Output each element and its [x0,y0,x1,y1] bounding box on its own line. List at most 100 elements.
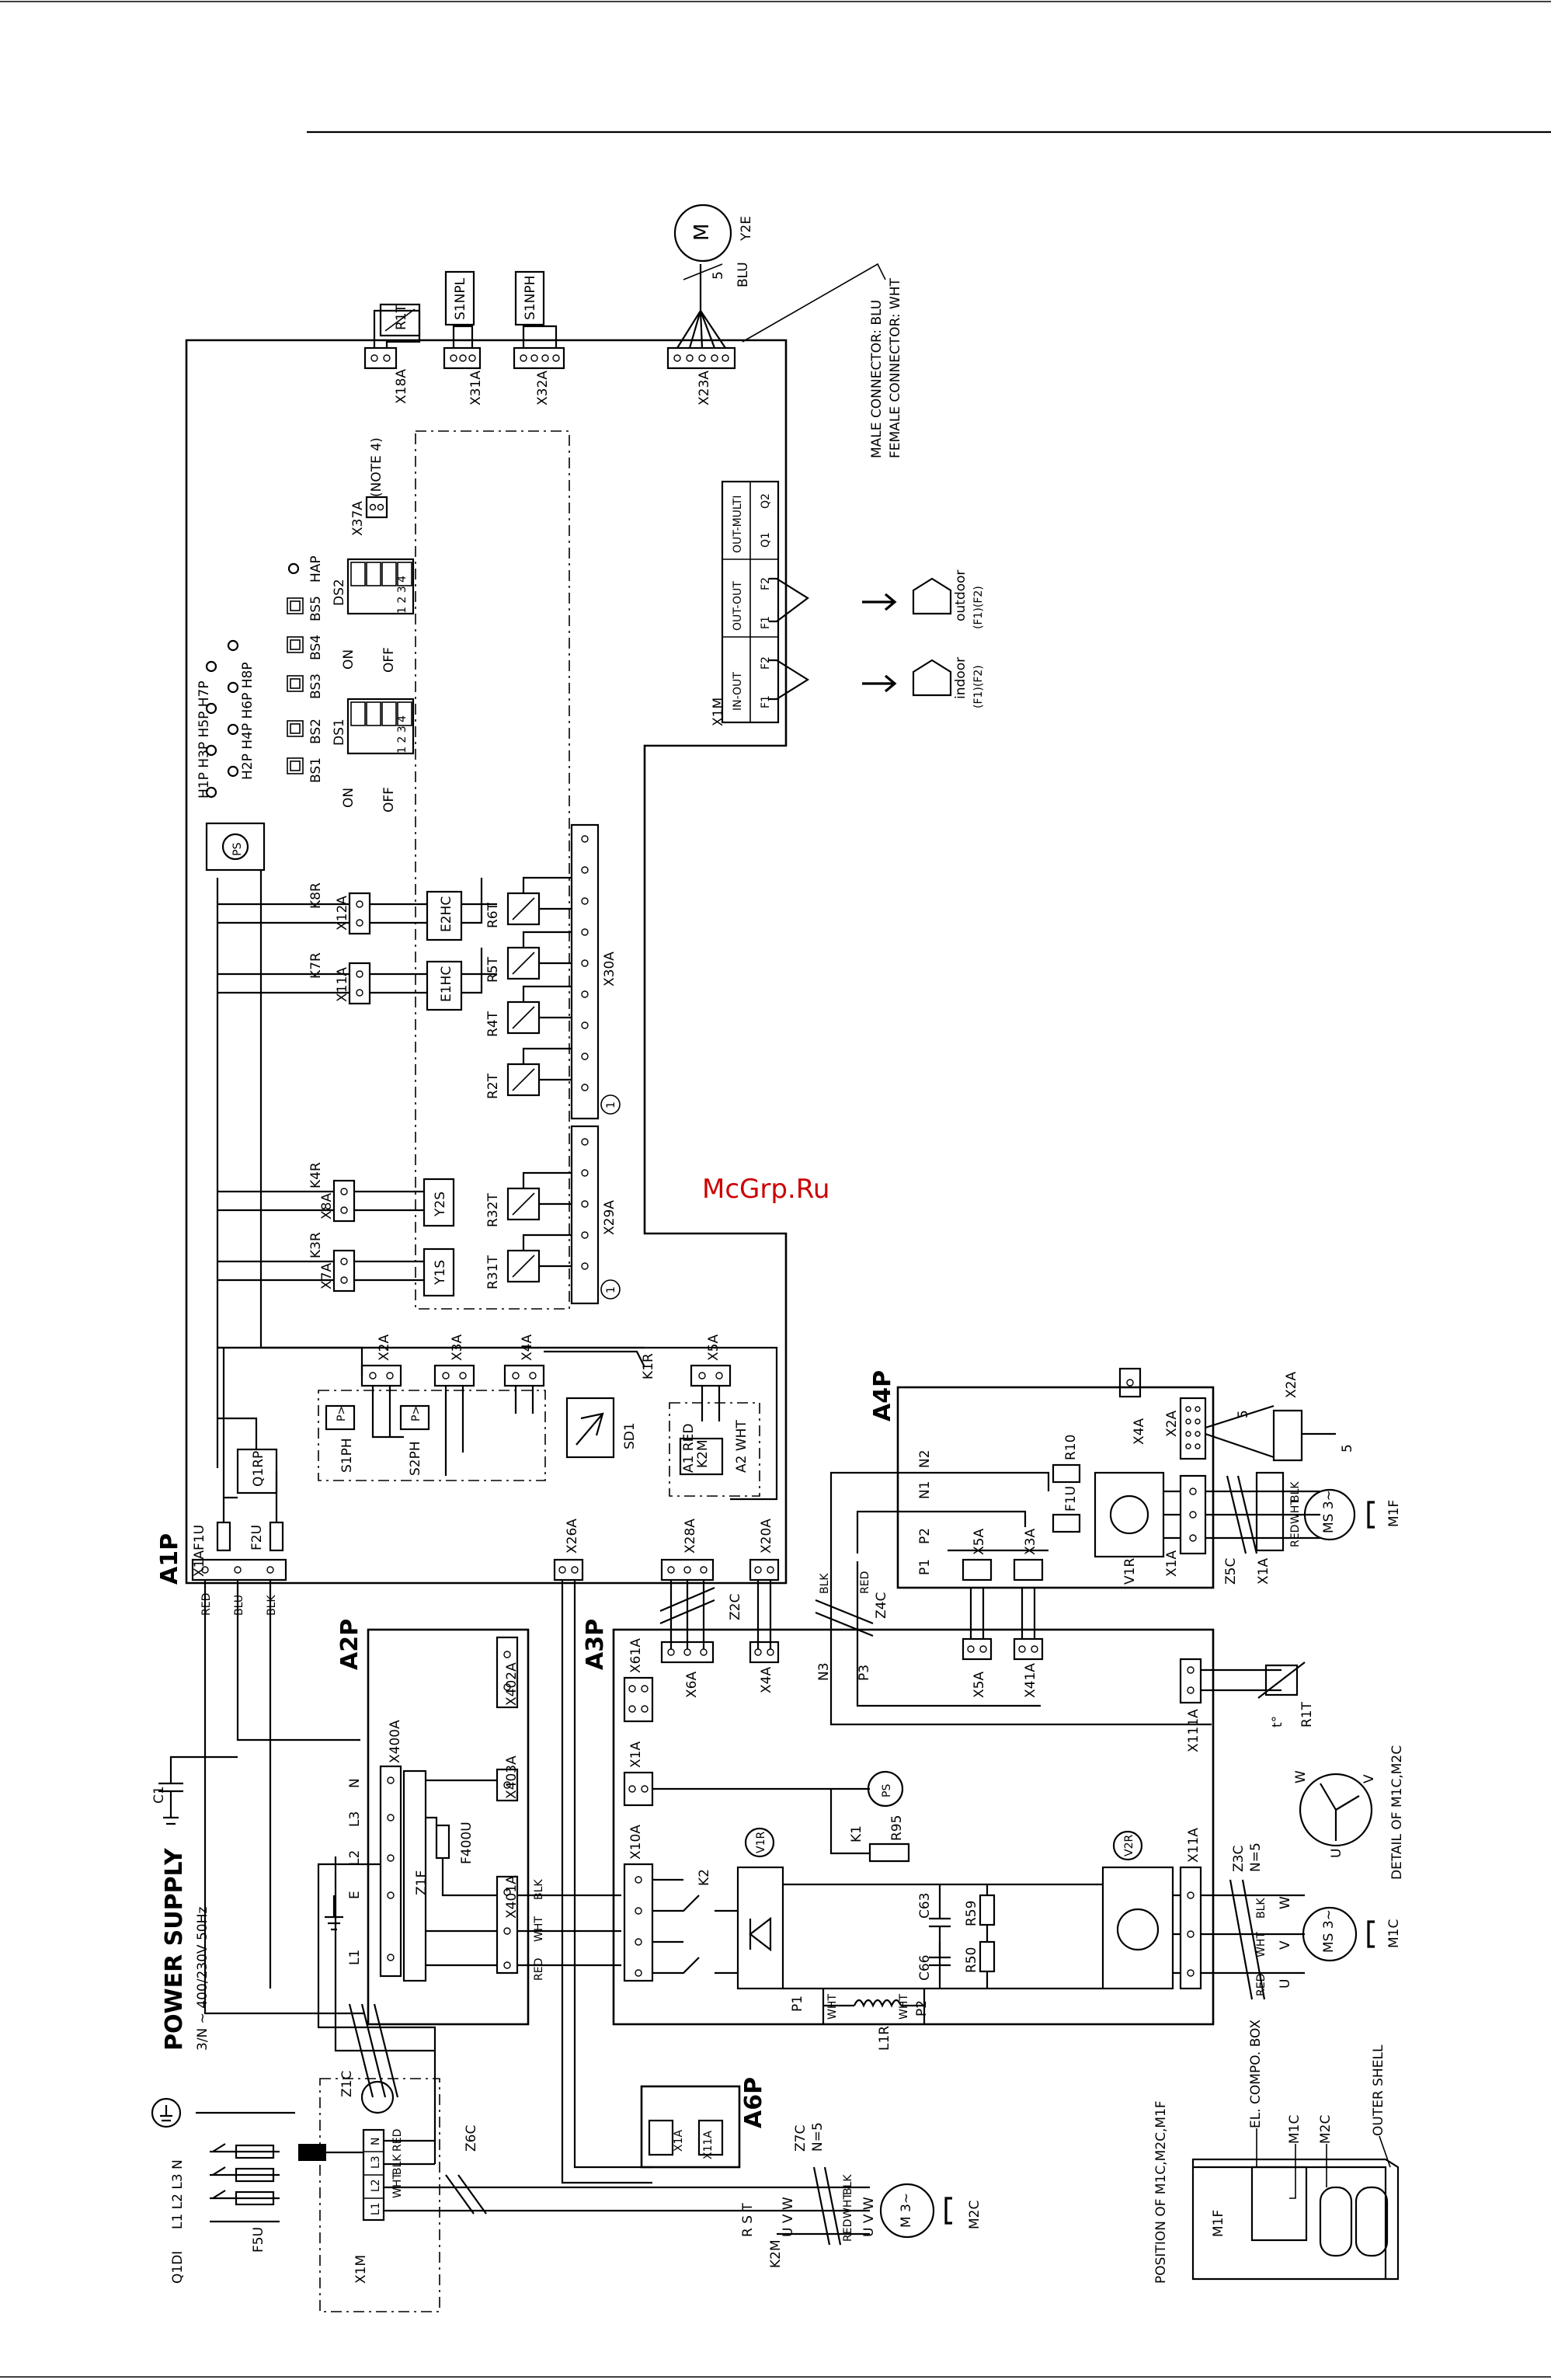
x4a-a4p-label: X4A [1132,1418,1147,1445]
ds2-on-label: ON [341,649,356,670]
thermistors-top [506,876,572,1097]
r59-resistor [979,1894,996,1926]
x29a-circled-one [600,1279,621,1300]
x1a-a6p-label: X1A [673,2130,685,2152]
ds2-off-label: OFF [381,647,397,673]
x11a-a6p-connector [697,2119,724,2156]
x2a-top-five: 5 [1340,1444,1355,1453]
m1c-v-label: V [1278,1940,1293,1950]
x1m-main-wires [326,2139,435,2212]
x31a-label: X31A [468,371,484,405]
motor-detail-circle [1299,1773,1373,1847]
ps-a3p-circle [867,1770,904,1808]
v1r-a4p-transistor-icon [1109,1494,1149,1535]
dc-bus [783,1883,1103,2024]
x23a-connector [666,204,886,370]
x30a-strip [570,823,600,1120]
f400u-fuse [435,1824,450,1860]
outer-shell-label: OUTER SHELL [1371,2044,1386,2136]
m1c-bracket-icon [1367,1920,1375,1948]
x3a-a4p-connector [1013,1558,1044,1581]
a2p-board [367,1628,530,2026]
inverter-block [1101,1866,1174,1990]
z3c-label: Z3C [1231,1846,1247,1872]
q2-label: Q2 [760,493,772,509]
v1r-a4p-label: V1R [1122,1558,1138,1585]
a2-wht-label: A2 WHT [734,1420,749,1473]
x1a-a1p-label: X1A [192,1550,207,1577]
x1m-red-label: RED [391,2129,404,2152]
wire-red-a1p: RED [200,1593,213,1616]
x5a-a4p-label: X5A [972,1529,987,1555]
r5t-label: R5T [485,956,501,983]
s2ph-symbol [399,1404,430,1431]
z6c-ferrite-icon [445,2174,487,2215]
x41a-connector [1013,1637,1044,1661]
x3a-label: X3A [450,1334,465,1361]
a2p-l3-label: L3 [347,1811,363,1827]
bs4-label: BS4 [308,635,324,660]
outdoor-label: outdoor [953,570,969,621]
r1t-a3p-thermistor [1201,1661,1306,1699]
x18a-connector [363,303,421,370]
bs3-label: BS3 [308,673,324,699]
t-label: t° [1270,1716,1285,1728]
f2-in-label: F2 [760,656,772,670]
x11a-k7r-circuit [217,948,497,1011]
k1-label: K1 [849,1825,864,1842]
r1t-a3p-label: R1T [1299,1701,1315,1728]
x1m-l1-label: L1 [370,2202,382,2215]
v1r-circle [744,1827,775,1858]
x5a-a4p-connector [962,1558,993,1581]
p1-a3p-label: P1 [790,1996,805,2012]
x28a-wires [669,1580,705,1651]
x26a-wires [561,1580,652,2184]
f5u-label: F5U [251,2227,266,2253]
r32t-label: R32T [485,1193,501,1227]
x7a-k3r-circuit [217,1247,455,1297]
ds2-dip-numbers: 1 2 3 4 [396,576,409,614]
f2u-fuse [269,1521,284,1552]
c63-capacitor [929,1884,951,1989]
m1f-ms-label: MS 3~ [1321,1490,1337,1533]
m2c-uvw-label: U V W [861,2197,877,2237]
x2a-connector [360,1364,402,1387]
z1f-filter [402,1769,427,1982]
indoor-house-icon [912,659,952,697]
a2p-blk-label: BLK [533,1879,545,1900]
x111a-label: X111A [1186,1709,1202,1752]
x8a-label: X8A [319,1193,335,1220]
x2a-five-label: 5 [1236,1410,1251,1418]
leds-row1: H1P H3P H5P H7P [196,680,212,799]
a2p-earth-icon [325,1895,343,1931]
f1u-a4p-label: F1U [1063,1486,1079,1512]
x31a-connector [443,270,482,370]
a2p-red-label: RED [533,1958,545,1981]
x1a-m1f-label: X1A [1256,1558,1271,1585]
x1a-a1p-connector [191,1558,287,1581]
indoor-label: indoor [953,657,969,699]
in-out-label: IN-OUT [732,672,744,711]
detail-v-label: V [1361,1774,1377,1783]
f5u-fuse-3 [235,2190,275,2206]
supply-terminals-label: L1 L2 L3 N [170,2159,186,2229]
r10-label: R10 [1063,1435,1079,1460]
m1f-label: M1F [1386,1500,1402,1527]
r4t-label: R4T [485,1011,501,1037]
x6a-label: X6A [684,1672,700,1698]
a2p-label: A2P [336,1619,363,1670]
m1c-pos-label: M1C [1287,2115,1302,2144]
x402a-connector [496,1636,519,1709]
k2m-coil-box [679,1437,724,1476]
bs1-label: BS1 [308,757,324,783]
m1c-ms-label: MS 3~ [1321,1909,1337,1953]
x1m-blk-label: BLK [391,2154,404,2175]
a4p-board [896,1386,1215,1589]
supply-lines [196,2111,295,2223]
x11a-a3p-label: X11A [1186,1828,1202,1863]
cable-gland-icon [298,2144,326,2161]
a6p-board [640,2085,741,2169]
x20a-connector [749,1558,780,1581]
y2e-label: Y2E [739,216,754,242]
